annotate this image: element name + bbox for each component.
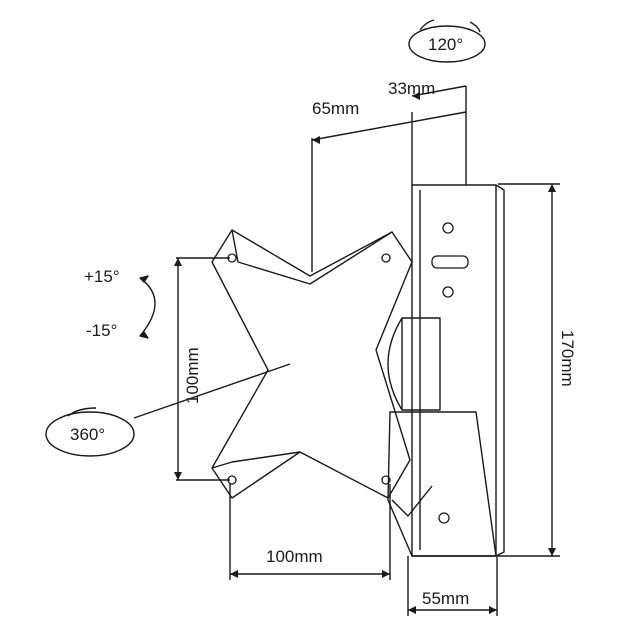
dim-65-line <box>311 111 467 141</box>
label-tilt-down: -15° <box>86 321 118 340</box>
arm-link <box>391 485 433 517</box>
screw-hole-bottom-right <box>381 475 391 485</box>
label-dim-height: 170mm <box>558 330 577 387</box>
label-dim-width: 55mm <box>422 589 470 608</box>
screw-hole-top-right <box>381 253 391 263</box>
wall-slot <box>431 255 469 269</box>
label-dim-horizontal-vesa: 100mm <box>266 547 323 566</box>
arm-lower <box>387 411 497 557</box>
screw-hole-bottom-left <box>227 475 237 485</box>
hinge-curve <box>387 317 403 411</box>
tilt-arc <box>139 277 156 337</box>
tilt-arrow-up <box>139 275 149 283</box>
arrow-33-left <box>412 92 420 100</box>
arrow-width-left <box>408 606 416 614</box>
wall-plate <box>411 184 497 557</box>
arrow-65-left <box>312 136 320 144</box>
label-rotation-top: 120° <box>428 35 464 54</box>
wall-hole-2 <box>442 286 454 298</box>
arrow-vesa-h-right <box>382 570 390 578</box>
tilt-arrow-down <box>139 331 149 339</box>
arrow-vesa-h-left <box>230 570 238 578</box>
wall-hole-3 <box>438 512 450 524</box>
dim-33-line <box>411 85 467 97</box>
arrow-vesa-v-top <box>174 258 182 266</box>
vesa-plate-edge-lower <box>211 451 301 469</box>
label-dim-top-small: 33mm <box>388 79 436 98</box>
rotation-120-ellipse <box>408 25 486 63</box>
label-dim-vertical-vesa: 100mm <box>183 347 202 404</box>
rotation-120-arrow-left <box>419 19 435 31</box>
vesa-plate-edge <box>231 229 393 285</box>
rotation-120-arrow-right <box>469 21 481 33</box>
wall-plate-side <box>495 184 505 557</box>
arrow-width-right <box>489 606 497 614</box>
rotation-pointer <box>133 363 291 419</box>
rotation-360-ellipse <box>45 411 135 457</box>
arrow-height-top <box>548 184 556 192</box>
rotation-360-arrow <box>67 407 97 417</box>
label-rotation-main: 360° <box>70 425 106 444</box>
label-tilt-up: +15° <box>84 267 120 286</box>
arrow-height-bottom <box>548 548 556 556</box>
arrow-vesa-v-bottom <box>174 472 182 480</box>
label-dim-top-large: 65mm <box>312 99 360 118</box>
hinge-block <box>401 317 441 411</box>
screw-hole-top-left <box>227 253 237 263</box>
wall-hole-1 <box>442 222 454 234</box>
